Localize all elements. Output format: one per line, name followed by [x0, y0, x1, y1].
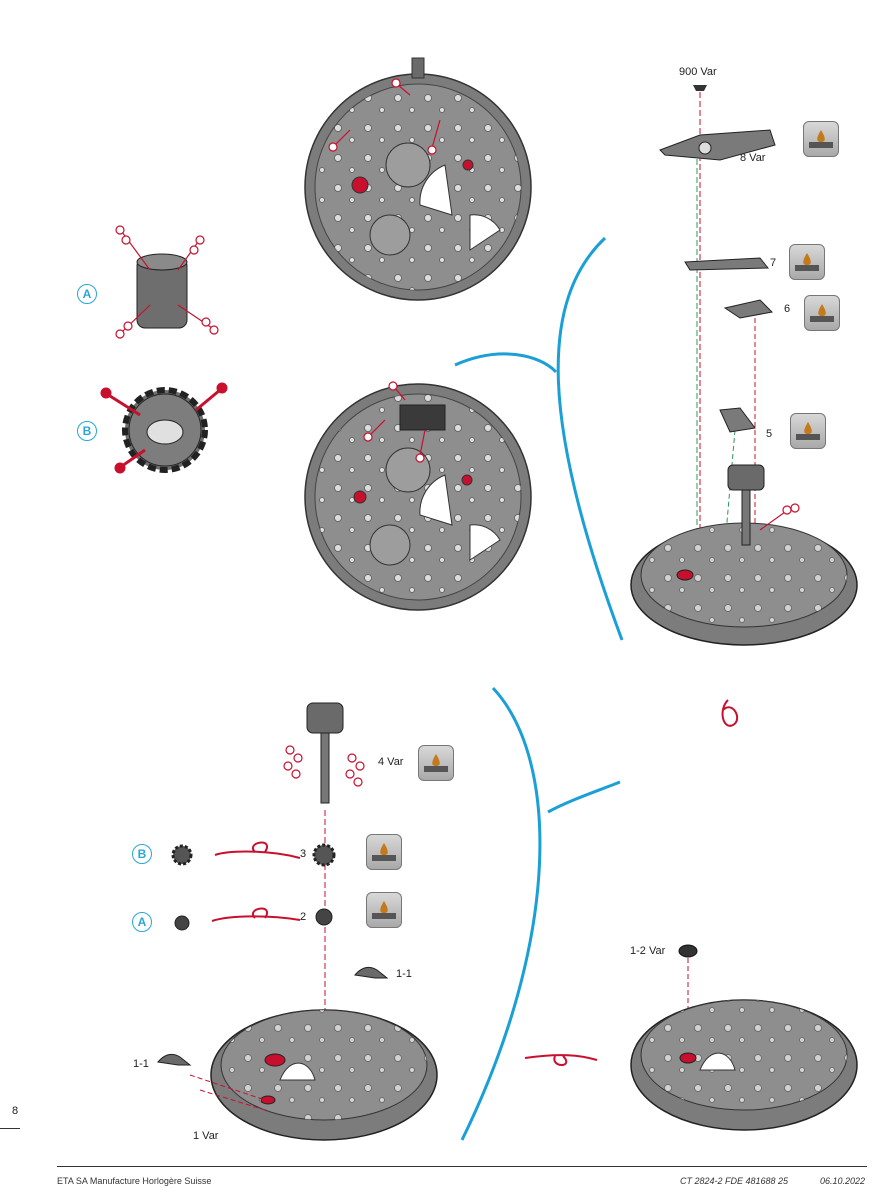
movement-middle	[304, 381, 532, 611]
oil-icon	[804, 295, 840, 331]
oil-icon	[366, 892, 402, 928]
movement-bottom-left	[189, 1009, 438, 1141]
label-1-1-top: 1-1	[396, 968, 412, 980]
label-1-2-var: 1-2 Var	[630, 945, 666, 957]
label-7: 7	[770, 257, 777, 269]
label-4-var: 4 Var	[378, 756, 404, 768]
footer-rule	[57, 1166, 867, 1167]
stem-assembly	[157, 702, 389, 1066]
label-3: 3	[300, 848, 307, 860]
page-number: 8	[12, 1105, 19, 1117]
page-number-rule	[0, 1128, 20, 1129]
oil-icon	[789, 244, 825, 280]
loop-arrows	[211, 699, 739, 1066]
marker-a: A	[77, 284, 97, 304]
marker-a-small: A	[132, 912, 152, 932]
oil-icon	[366, 834, 402, 870]
oil-icon	[418, 745, 454, 781]
label-900-var: 900 Var	[679, 66, 717, 78]
label-1-1-left: 1-1	[133, 1058, 149, 1070]
label-1-var: 1 Var	[193, 1130, 219, 1142]
oil-icon	[803, 121, 839, 157]
label-6: 6	[784, 303, 791, 315]
marker-b-small: B	[132, 844, 152, 864]
pinion-a-illustration	[115, 225, 219, 339]
label-5: 5	[766, 428, 773, 440]
footer-company: ETA SA Manufacture Horlogère Suisse	[57, 1176, 212, 1186]
exploded-assembly-right	[630, 85, 858, 646]
marker-b: B	[77, 421, 97, 441]
gear-b-illustration	[100, 382, 228, 474]
oil-icon	[790, 413, 826, 449]
footer-date: 06.10.2022	[820, 1176, 866, 1186]
footer-reference: CT 2824-2 FDE 481688 25	[680, 1176, 789, 1186]
label-8-var: 8 Var	[740, 152, 766, 164]
movement-bottom-right	[630, 944, 858, 1131]
movement-top	[304, 57, 532, 301]
label-2: 2	[300, 911, 307, 923]
